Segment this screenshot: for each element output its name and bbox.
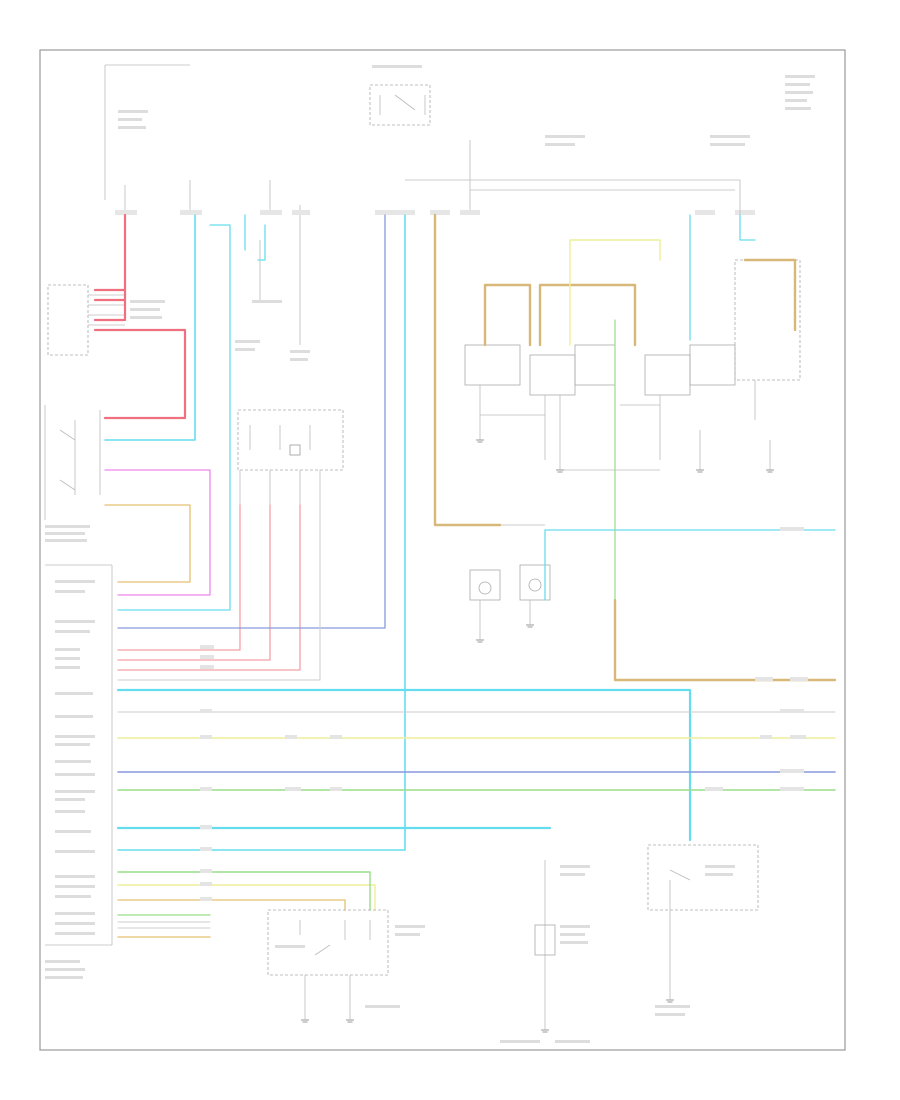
wire-orange (104, 504, 346, 938)
wire-magenta (104, 469, 211, 596)
wire-green (117, 319, 836, 916)
bus-bar (405, 75, 815, 215)
bottom-switch-right (647, 844, 759, 1016)
wire-tan (433, 213, 837, 682)
relay-box-center-left (237, 409, 344, 505)
wire-gray (117, 469, 836, 929)
connector-row-top (115, 210, 755, 215)
top-relay (369, 65, 431, 126)
lamp-cluster-right (464, 259, 801, 471)
lamp-pair-middle (435, 524, 551, 640)
fuse-feed-group (104, 64, 301, 215)
pin-labels (45, 580, 95, 979)
wire-blue (117, 214, 836, 773)
diagram-frame (39, 49, 846, 1051)
fuse-block-labels (118, 110, 148, 129)
ground-symbols (301, 439, 774, 1033)
bottom-component-center (500, 860, 590, 1043)
control-module (45, 564, 113, 979)
wire-cyan (104, 214, 836, 851)
small-components (235, 215, 310, 361)
bottom-switch-left (267, 909, 425, 1020)
wire-red (93, 213, 301, 671)
wire-label-marks (200, 527, 808, 901)
left-switch-assembly (44, 405, 101, 542)
wire-yellow (117, 239, 836, 911)
headlamp-switch-module (47, 284, 165, 356)
